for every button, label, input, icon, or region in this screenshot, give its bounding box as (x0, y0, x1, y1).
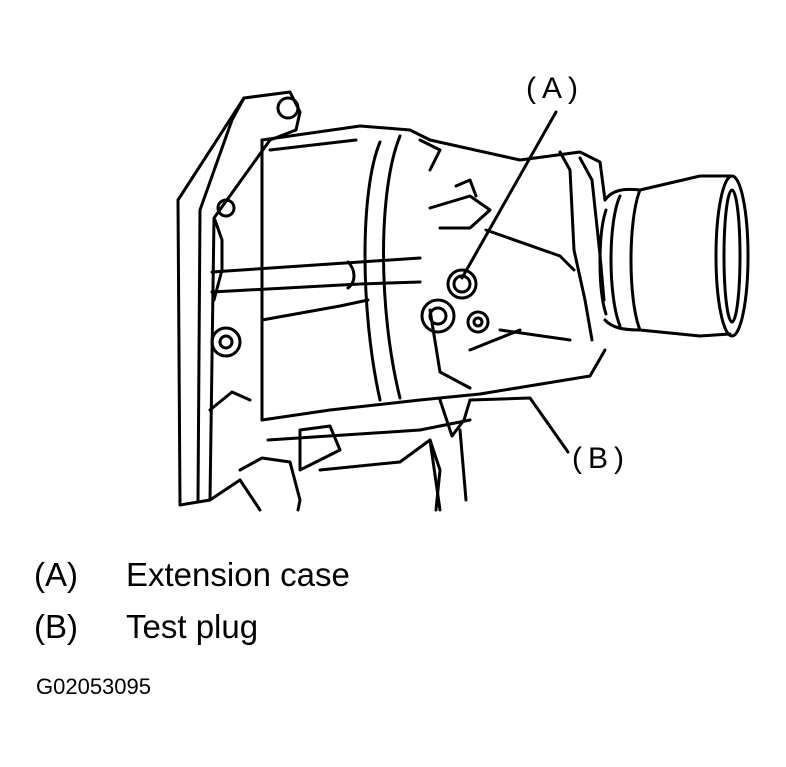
leader-line-b (468, 396, 570, 454)
legend-key-b: (B) (34, 608, 78, 645)
callout-label-a: (A) (526, 72, 584, 105)
figure-code: G02053095 (36, 674, 151, 699)
legend-row-a: (A) Extension case (34, 556, 350, 594)
callout-label-b: (B) (572, 442, 630, 475)
legend-key-a: (A) (34, 556, 78, 593)
mounting-flange (176, 90, 302, 507)
output-shaft-housing (598, 174, 750, 338)
extension-case-port (420, 268, 490, 334)
legend-row-b: (B) Test plug (34, 608, 258, 646)
extension-case-housing (210, 124, 607, 442)
test-plug-area (208, 398, 472, 512)
leader-line-a (460, 110, 558, 280)
legend-label-b: Test plug (126, 608, 259, 645)
legend-label-a: Extension case (126, 556, 350, 593)
transmission-extension-case-illustration (176, 90, 750, 512)
